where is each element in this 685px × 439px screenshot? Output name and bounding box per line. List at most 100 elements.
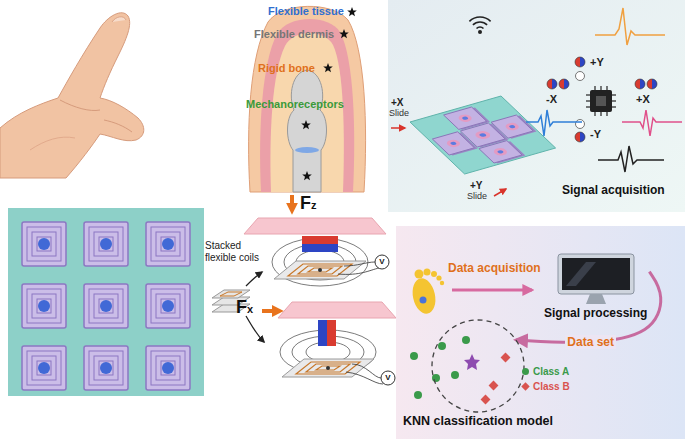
- node-text: KNN classification model: [403, 414, 553, 429]
- signal-wave: [598, 146, 664, 172]
- legend-entry: Class B: [522, 381, 570, 392]
- monitor-icon: [556, 252, 636, 306]
- chip-icon: [586, 86, 616, 116]
- foot-icon: [440, 281, 444, 285]
- magnet-state: [575, 57, 585, 67]
- finger-section: [288, 70, 327, 192]
- finger-section: [270, 33, 343, 192]
- foot-icon: [409, 269, 444, 316]
- panel-ground: [396, 226, 685, 439]
- axis-label: -X: [546, 93, 557, 106]
- signal-wave: [595, 8, 665, 45]
- axis-label: -Y: [590, 128, 601, 141]
- signal-wave: [526, 8, 682, 172]
- finger-section: [347, 7, 357, 16]
- dermis-label: Flexible dermis: [254, 28, 334, 41]
- axis-label: +X: [391, 97, 404, 109]
- hand-photo: [0, 13, 144, 178]
- shear-force-figure: [282, 359, 374, 377]
- sensor-plate: [497, 150, 505, 154]
- normal-force-figure: [272, 238, 368, 286]
- shear-force-figure: [262, 309, 279, 313]
- sensor-plate: [479, 141, 522, 163]
- coil-array: [22, 346, 66, 390]
- shear-force-figure: [352, 364, 381, 378]
- coil-stack-icon: [212, 290, 250, 298]
- slide-label: Slide: [467, 191, 487, 201]
- voltmeter-symbol: V: [385, 373, 390, 382]
- knn-cluster: KNN classification model: [401, 316, 555, 431]
- panel-caption: Signal acquisition: [562, 184, 665, 198]
- axis-label: +Y: [470, 180, 483, 192]
- coil-array: [146, 222, 190, 266]
- sensor-plate: [456, 113, 474, 123]
- normal-force-figure: [302, 236, 338, 244]
- dot-swatch: [522, 368, 529, 375]
- wireless-icon: [469, 17, 490, 21]
- shear-force-figure: [381, 371, 395, 385]
- sensor-plate: [410, 96, 556, 174]
- legend-text: Class A: [533, 366, 569, 377]
- edge-label: Data set: [565, 335, 616, 349]
- finger-section: [301, 120, 311, 129]
- sensor-plate: [444, 139, 462, 149]
- foot-icon: [436, 275, 441, 280]
- chip-icon: [590, 90, 612, 112]
- magnet-state: [647, 79, 657, 89]
- normal-force-figure: [272, 238, 368, 286]
- shear-force-figure: [318, 320, 327, 346]
- knn-points: [501, 353, 511, 363]
- slide-arrow: [391, 127, 405, 129]
- wireless-icon: [469, 17, 490, 34]
- finger-section: [339, 29, 349, 38]
- hand-photo: [0, 13, 144, 178]
- coil-label: Stacked flexible coils: [205, 240, 267, 263]
- wireless-icon: [478, 30, 482, 34]
- sensor-plate: [491, 147, 509, 157]
- coil-array: [22, 222, 66, 266]
- chip-icon: [586, 86, 616, 116]
- knn-points: [438, 342, 446, 350]
- step-label: Data acquisition: [448, 262, 541, 276]
- sensor-plate: [461, 116, 469, 120]
- wireless-icon: [473, 22, 487, 25]
- finger-section: [302, 171, 312, 180]
- node-text: Signal processing: [544, 306, 647, 320]
- axis-label: +Y: [590, 56, 604, 69]
- coil-array: [8, 208, 204, 396]
- magnet-state: [575, 132, 585, 142]
- sensor-plate: [449, 141, 457, 145]
- sensor-plate: [478, 133, 487, 138]
- legend-entry: Class A: [522, 366, 569, 377]
- receptor-label: Mechanoreceptors: [246, 98, 344, 111]
- coil-stack-icon: [220, 292, 242, 296]
- hand-photo: [30, 137, 75, 150]
- coil-array: [146, 284, 190, 328]
- knn-points: [481, 395, 491, 405]
- sensor-plate: [444, 107, 487, 129]
- sensor-plate: [491, 115, 533, 138]
- hand-photo: [112, 17, 126, 22]
- monitor-frame: [558, 254, 634, 294]
- normal-force-figure: [290, 195, 294, 210]
- signal-wave: [526, 110, 582, 136]
- axis-label: +X: [636, 93, 650, 106]
- sensor-plate: [473, 130, 493, 141]
- foot-icon: [415, 270, 424, 279]
- sensor-plate: [432, 132, 474, 155]
- signal-wave: [622, 110, 682, 136]
- coil-array: [84, 284, 128, 328]
- foot-icon: [431, 271, 437, 277]
- slide-label: Slide: [389, 108, 409, 118]
- shear-force-figure: [262, 302, 396, 385]
- knn-points: [410, 336, 510, 404]
- screen-glare: [566, 262, 596, 286]
- stack-arrow: [246, 316, 264, 342]
- slide-arrow: [494, 189, 506, 196]
- sensor-plate: [503, 122, 521, 132]
- legend-text: Class B: [533, 381, 570, 392]
- slide-arrow: [391, 128, 506, 196]
